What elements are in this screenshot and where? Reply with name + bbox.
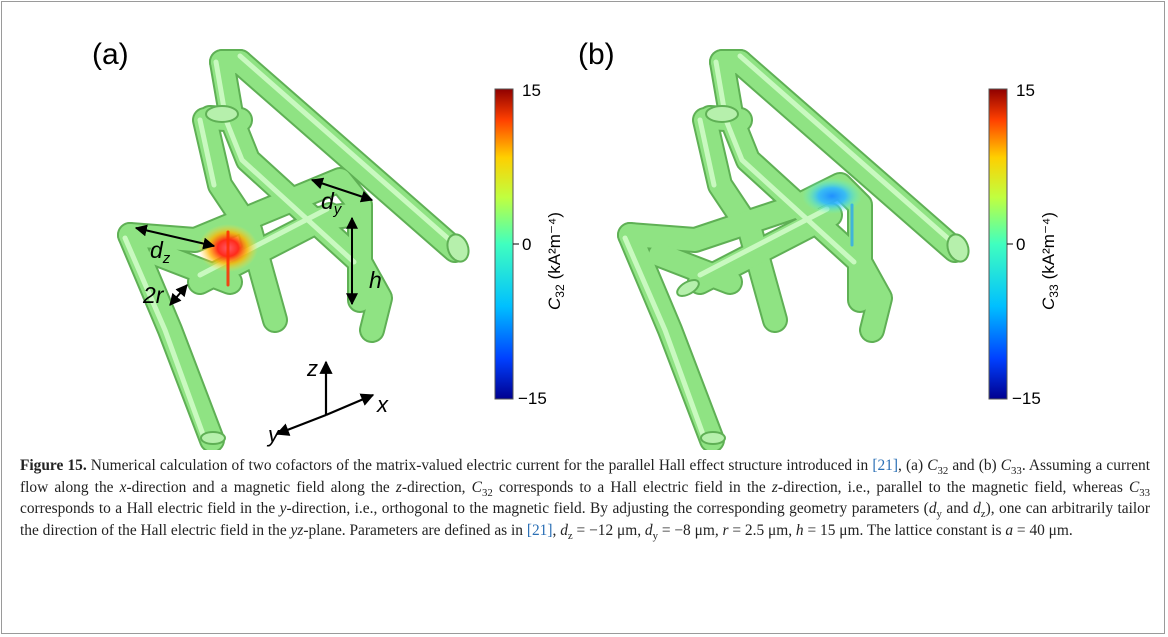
panel-b: (b) (578, 38, 1061, 450)
figure-caption: Figure 15. Numerical calculation of two … (20, 457, 1151, 542)
figure-graphic: (a) (92, 38, 1061, 450)
dz-arrow (134, 224, 216, 250)
caption-title: Figure 15. (20, 457, 87, 474)
panel-a-dimensions (134, 177, 374, 306)
two-r-arrow (169, 284, 188, 306)
dz-label: dz (150, 237, 171, 267)
colorbar-b-min: −15 (1012, 389, 1041, 408)
colorbar-a-min: −15 (518, 389, 547, 408)
panel-b-structure (617, 49, 970, 450)
colorbar-a-max: 15 (522, 81, 541, 100)
panel-a-label: (a) (92, 38, 129, 71)
panel-b-colorbar: 15 0 −15 C33(kA²m⁻⁴) (988, 81, 1061, 408)
reference-link[interactable]: [21] (526, 521, 553, 539)
panel-a: (a) (92, 38, 567, 450)
two-r-label: 2r (142, 282, 165, 308)
x-axis-label: x (376, 392, 389, 417)
colorbar-b-title: C33(kA²m⁻⁴) (1039, 212, 1061, 310)
panel-a-colorbar: 15 0 −15 C32(kA²m⁻⁴) (494, 81, 567, 408)
panel-a-structure (117, 49, 470, 450)
colorbar-b-zero: 0 (1016, 235, 1025, 254)
dy-label: dy (321, 188, 343, 218)
colorbar-b-max: 15 (1016, 81, 1035, 100)
axis-triad (275, 360, 375, 436)
panel-b-label: (b) (578, 38, 615, 71)
y-axis-arrow (275, 413, 327, 436)
z-axis-label: z (306, 356, 318, 381)
colorbar-a-title: C32(kA²m⁻⁴) (545, 212, 567, 310)
y-axis-label: y (266, 422, 281, 447)
colorbar-a-zero: 0 (522, 235, 531, 254)
dy-arrow (310, 177, 374, 203)
h-label: h (369, 267, 382, 293)
reference-link[interactable]: [21] (872, 457, 899, 474)
x-axis-arrow (325, 393, 375, 417)
